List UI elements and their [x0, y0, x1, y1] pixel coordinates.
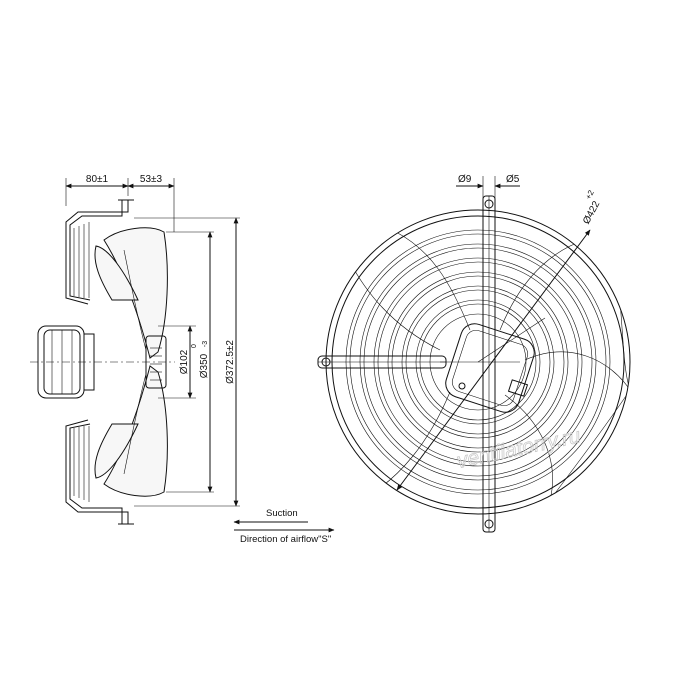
- dim-vertical: Ø102 Ø350 0 -3 Ø372.5±2: [134, 217, 240, 507]
- dim-holes: Ø9 Ø5: [456, 174, 520, 200]
- guard-brackets: [317, 195, 496, 533]
- dim-ring-diameter: Ø372.5±2: [225, 340, 236, 384]
- dim-hub-diameter: Ø102: [179, 349, 190, 374]
- side-view: 80±1 53±3 Ø102 Ø350 0 -3 Ø372.5±2 Suctio…: [30, 174, 335, 545]
- dim-depth-front: 53±3: [140, 174, 163, 185]
- watermark: ventilatorry.ru: [455, 424, 583, 473]
- front-view: Ø422 +2 Ø9 Ø5: [317, 174, 631, 533]
- front-hub-plate: [440, 317, 546, 413]
- label-airflow-direction: Direction of airflow"S": [240, 534, 331, 545]
- label-suction: Suction: [266, 508, 298, 519]
- side-housing: [65, 199, 134, 525]
- dim-top: 80±1 53±3: [65, 174, 175, 232]
- dim-fan-diameter: Ø350: [199, 353, 210, 378]
- dim-hole-outer: Ø9: [458, 174, 472, 185]
- side-blades: [94, 227, 168, 497]
- dim-bolt-tol: +2: [584, 188, 596, 201]
- airflow-indicator: Suction Direction of airflow"S": [233, 508, 335, 545]
- dim-hole-inner: Ø5: [506, 174, 520, 185]
- dim-fan-tol-lower: -3: [202, 341, 209, 347]
- dim-bolt-circle-label: Ø422: [581, 199, 602, 226]
- dim-fan-tol-upper: 0: [191, 344, 198, 348]
- dim-depth-total: 80±1: [86, 174, 109, 185]
